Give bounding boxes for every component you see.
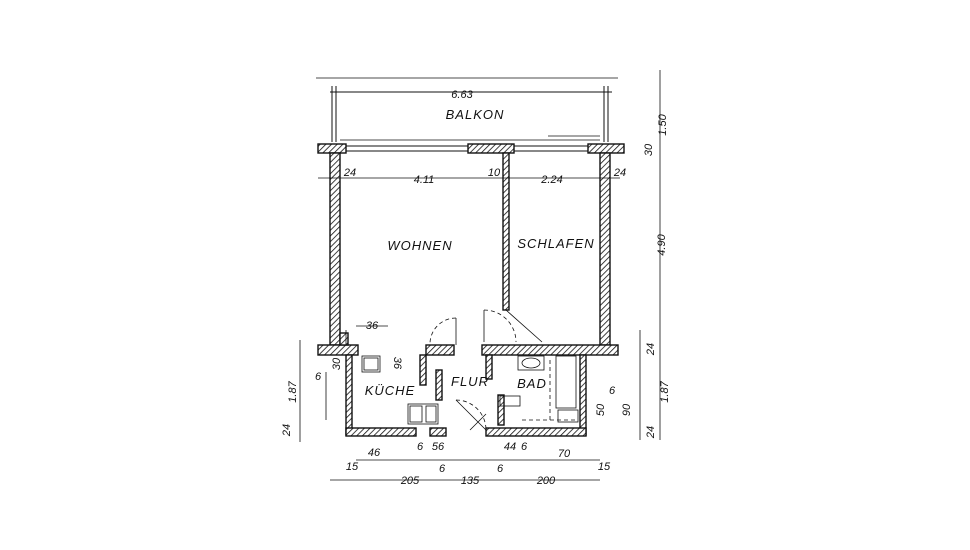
room-label-balkon: BALKON [446,107,505,122]
dim-right-bottom-wall: 24 [645,426,657,439]
dim-chimney-36: 36 [391,357,403,370]
dim-left-lower: 1.87 [287,380,299,402]
dim-bad-50: 50 [595,403,607,416]
dim-wall-left: 24 [343,167,356,179]
dim-bottom-70: 70 [558,448,571,460]
dim-bottom-46: 46 [368,447,381,459]
dim-bottom-6a: 6 [417,441,424,453]
dim-bottom-6d: 6 [497,463,504,475]
dim-right-lower: 1.87 [659,380,671,402]
dim-bottom-6c: 6 [439,463,446,475]
dim-bad-90: 90 [621,403,633,416]
balcony [316,77,618,142]
dim-schlafen-width: 2.24 [540,174,562,186]
dim-left-wall-mid: 30 [331,357,343,370]
dim-balcony-depth: 1.50 [657,113,669,135]
room-label-flur: FLUR [451,374,489,389]
walls [317,143,625,437]
dim-bottom-135: 135 [461,475,480,487]
dim-bottom-6b: 6 [521,441,528,453]
dim-bad-6: 6 [609,385,616,397]
room-label-bad: BAD [517,376,547,391]
dim-right-wall-mid: 24 [645,343,657,356]
dim-left-bottom-wall: 24 [281,424,293,437]
room-label-kueche: KÜCHE [365,383,416,398]
dim-bottom-15-right: 15 [598,461,611,473]
dim-inner-wall: 10 [488,167,501,179]
dim-door-36: 36 [366,320,379,332]
room-labels: BALKON WOHNEN SCHLAFEN KÜCHE FLUR BAD [365,107,594,398]
dim-wohnen-width: 4.11 [414,174,435,186]
dim-bottom-205: 205 [400,475,420,487]
dim-bottom-44: 44 [504,441,516,453]
fixtures [361,355,579,425]
dim-bottom-15-left: 15 [346,461,359,473]
dim-bottom-56: 56 [432,441,445,453]
dim-balcony-wall: 30 [643,143,655,156]
dimension-lines [299,70,661,481]
dimension-labels: 6.63 1.50 30 24 4.11 10 2.24 24 4.90 24 … [281,89,671,487]
dim-bottom-200: 200 [536,475,556,487]
doors [429,309,543,431]
room-label-schlafen: SCHLAFEN [517,236,594,251]
room-label-wohnen: WOHNEN [387,238,452,253]
dim-left-six: 6 [315,371,322,383]
dim-room-depth: 4.90 [656,233,668,255]
dim-wall-right: 24 [613,167,626,179]
dim-top-total: 6.63 [451,89,473,101]
